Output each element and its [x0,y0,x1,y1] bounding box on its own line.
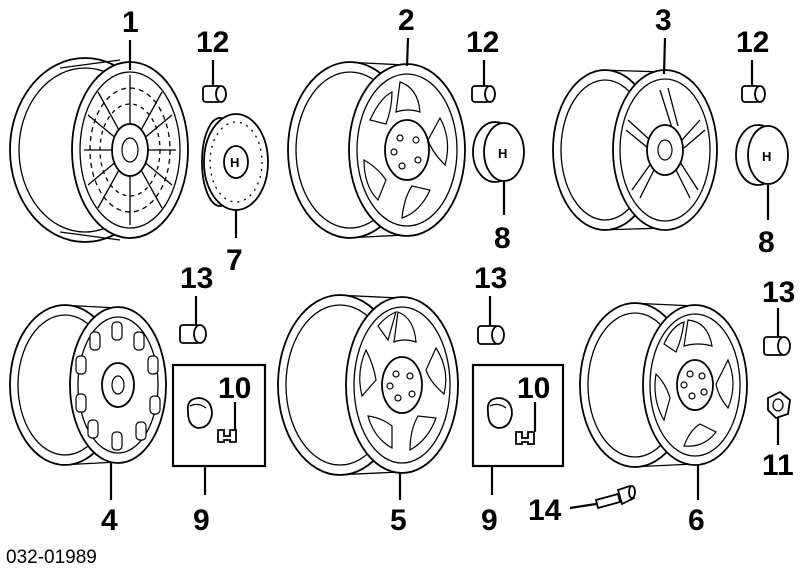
callout-1: 1 [122,6,139,39]
kit-box-9a [171,363,267,468]
callout-8b: 8 [758,226,775,259]
wheel-4-slotted [9,304,167,466]
valve-stem-14 [569,484,636,510]
lug-cap-11 [767,390,791,420]
wheel-6-window [579,302,748,468]
emblem-logo: H [762,149,771,164]
callout-3: 3 [655,4,672,37]
center-cap-8a: H [472,121,525,183]
callout-2: 2 [398,4,415,37]
callout-13b: 13 [474,262,507,295]
callout-12a: 12 [196,26,229,59]
callout-4: 4 [101,504,118,537]
callout-14: 14 [528,494,562,527]
lug-nut-12a [202,85,227,103]
callout-9b: 9 [481,504,498,537]
callout-8a: 8 [494,222,511,255]
center-cap-7: H [201,113,269,211]
callout-13a: 13 [180,262,213,295]
callout-11: 11 [762,449,794,482]
emblem-logo: H [498,146,507,161]
wheel-5-six-spoke [277,294,459,476]
callout-12c: 12 [736,26,769,59]
callout-10b: 10 [517,372,550,405]
callout-9a: 9 [193,504,210,537]
lug-nut-13c [763,336,791,356]
leader-lines [109,37,780,500]
lug-nut-13b [477,325,505,345]
callout-10a: 10 [218,372,251,405]
lug-nut-13a [179,324,207,344]
callout-12b: 12 [466,26,499,59]
center-cap-8b: H [735,124,789,186]
emblem-logo: H [230,155,239,170]
diagram-code: 032-01989 [6,547,97,568]
wheel-3-twin-spoke [552,69,718,231]
wheel-1-lattice [9,57,189,243]
lug-nut-12c [741,85,766,103]
wheel-2-five-spoke [287,61,466,239]
callout-13c: 13 [762,276,795,309]
lug-nut-12b [471,85,496,103]
callout-6: 6 [688,504,705,537]
callout-7: 7 [226,244,243,277]
callout-5: 5 [390,504,407,537]
